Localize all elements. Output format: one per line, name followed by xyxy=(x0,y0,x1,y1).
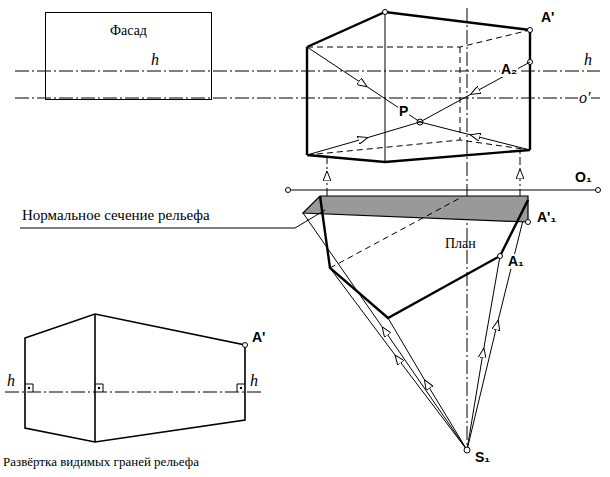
axis-label: h xyxy=(249,372,259,390)
development-part xyxy=(95,384,103,392)
facade-projection-part xyxy=(460,47,461,140)
facade-projection-part xyxy=(383,10,388,15)
plan-view-part xyxy=(330,198,460,268)
facade-projection-part xyxy=(307,30,530,47)
development-part xyxy=(98,387,100,389)
axis-lines-part xyxy=(5,392,262,393)
axis-label: o' xyxy=(578,89,591,107)
plan-view-part xyxy=(303,196,528,222)
point-label: A' xyxy=(540,10,555,25)
facade-projection-part xyxy=(307,12,530,47)
projection-rays-part xyxy=(327,155,328,196)
development-part xyxy=(240,387,242,389)
development-caption: Развёртка видимых граней рельефа xyxy=(3,455,199,469)
view-label: План xyxy=(445,236,476,251)
axis-lines xyxy=(5,8,600,446)
development-part xyxy=(25,384,33,392)
axis-label: O₁ xyxy=(574,170,593,185)
plan-view-part xyxy=(320,196,528,318)
projection-rays-part xyxy=(420,62,530,122)
section-caption: Нормальное сечение рельефа xyxy=(22,207,210,224)
facade-projection-part xyxy=(306,47,308,155)
projection-rays-part xyxy=(467,200,528,450)
point-label: A₂ xyxy=(500,62,518,77)
axis-o1 xyxy=(286,188,601,193)
facade-projection-part xyxy=(385,12,386,162)
axis-o1-part xyxy=(288,190,598,191)
facade-projection-part xyxy=(528,28,533,33)
projection-rays-part xyxy=(307,47,420,122)
development-part xyxy=(243,343,248,348)
point-label: S₁ xyxy=(474,450,491,465)
projection-rays-part xyxy=(420,122,530,150)
projection-rays-part xyxy=(330,268,467,450)
box-title: Фасад xyxy=(46,13,211,39)
projection-rays xyxy=(303,47,530,450)
plan-view-part xyxy=(526,220,531,225)
facade-projection-part xyxy=(307,140,530,155)
development-part xyxy=(25,314,245,442)
axis-o1-part xyxy=(286,188,291,193)
plan-view-part xyxy=(464,447,470,453)
axis-label: h xyxy=(583,51,593,69)
axis-lines-part xyxy=(467,8,468,446)
projection-rays-part xyxy=(388,318,467,450)
projection-rays-part xyxy=(467,256,500,450)
axis-o1-part xyxy=(596,188,601,193)
projection-rays-part xyxy=(307,122,420,155)
plan-view xyxy=(303,196,531,453)
point-label: P xyxy=(398,104,409,119)
point-label: A' xyxy=(251,330,266,345)
development-part xyxy=(237,384,245,392)
facade-projection-part xyxy=(529,30,531,150)
axis-label: h xyxy=(6,372,16,390)
point-label: A'₁ xyxy=(536,210,557,225)
axis-label: h xyxy=(150,51,160,69)
facade-box: Фасад xyxy=(45,12,212,100)
point-label: A₁ xyxy=(507,254,525,269)
development-part xyxy=(94,314,96,442)
development xyxy=(25,314,248,442)
development-part xyxy=(28,387,30,389)
plan-view-part xyxy=(498,254,503,259)
projection-rays-part xyxy=(520,151,521,197)
facade-projection xyxy=(307,10,533,163)
